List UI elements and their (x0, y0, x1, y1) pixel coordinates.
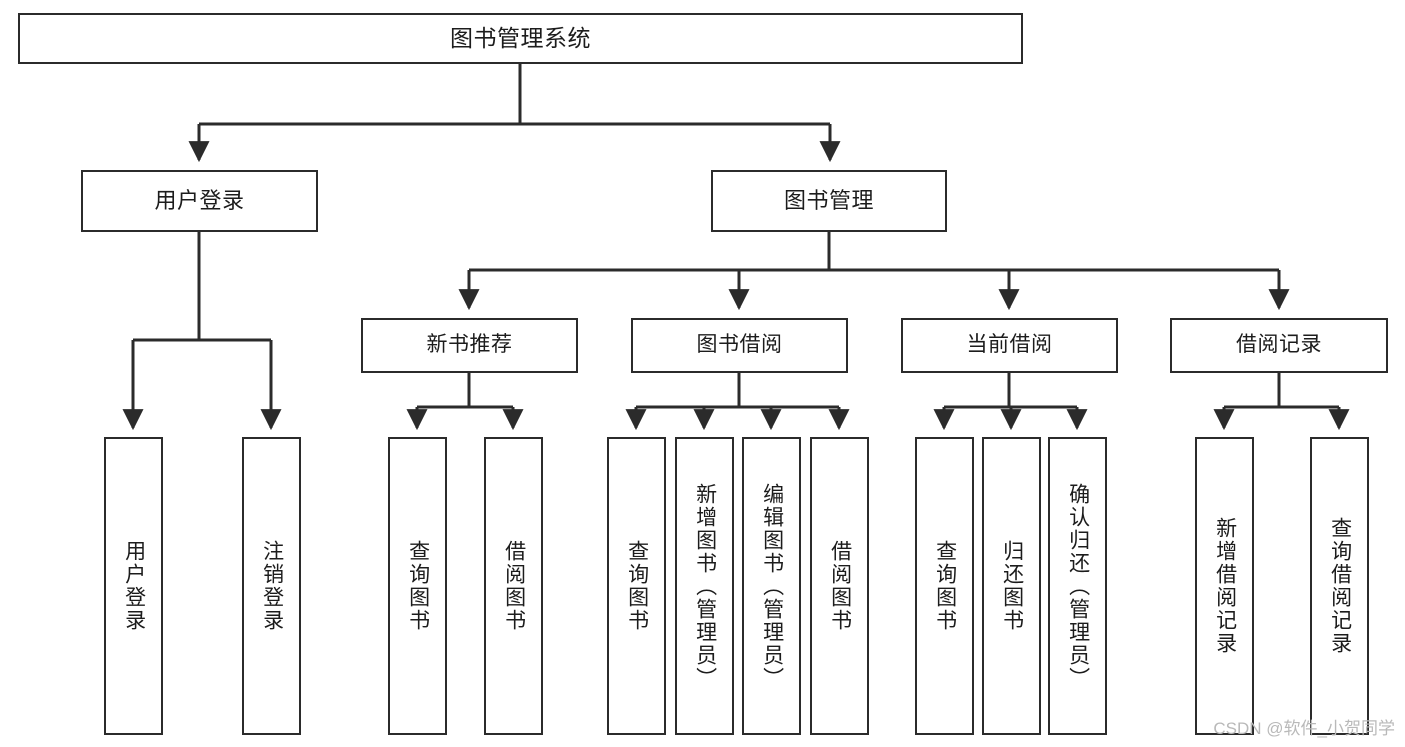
leaf-node[interactable]: 编辑图书（管理员） (742, 437, 801, 735)
node-new-book-recommend[interactable]: 新书推荐 (361, 318, 578, 373)
node-label: 新书推荐 (426, 333, 513, 357)
leaf-node[interactable]: 新增借阅记录 (1195, 437, 1254, 735)
node-label: 借阅图书 (828, 540, 852, 632)
node-label: 用户登录 (154, 188, 245, 214)
leaf-node[interactable]: 查询图书 (388, 437, 447, 735)
node-label: 归还图书 (1000, 540, 1024, 632)
node-label: 注销登录 (260, 540, 284, 632)
node-label: 查询图书 (625, 540, 649, 632)
node-label: 查询借阅记录 (1328, 517, 1352, 655)
leaf-node[interactable]: 查询图书 (915, 437, 974, 735)
edges-records-to-leaves (1213, 373, 1350, 431)
node-user-login[interactable]: 用户登录 (81, 170, 318, 232)
node-current-borrow[interactable]: 当前借阅 (901, 318, 1118, 373)
edges-level2-to-level3 (458, 232, 1290, 311)
edges-userlogin-to-leaves (122, 232, 282, 431)
node-label: 编辑图书（管理员） (760, 482, 784, 690)
leaf-node[interactable]: 借阅图书 (810, 437, 869, 735)
node-borrow-records[interactable]: 借阅记录 (1170, 318, 1388, 373)
node-label: 查询图书 (406, 540, 430, 632)
leaf-node[interactable]: 归还图书 (982, 437, 1041, 735)
node-label: 新增借阅记录 (1213, 517, 1237, 655)
leaf-node[interactable]: 借阅图书 (484, 437, 543, 735)
node-book-borrow[interactable]: 图书借阅 (631, 318, 848, 373)
leaf-node[interactable]: 查询借阅记录 (1310, 437, 1369, 735)
edges-borrow-to-leaves (625, 373, 850, 431)
node-book-management[interactable]: 图书管理 (711, 170, 947, 232)
node-label: 借阅图书 (502, 540, 526, 632)
leaf-node[interactable]: 确认归还（管理员） (1048, 437, 1107, 735)
leaf-node[interactable]: 注销登录 (242, 437, 301, 735)
node-label: 图书管理 (783, 188, 874, 214)
leaf-node[interactable]: 用户登录 (104, 437, 163, 735)
node-label: 查询图书 (933, 540, 957, 632)
edges-root-to-level2 (188, 64, 841, 163)
node-label: 确认归还（管理员） (1066, 482, 1090, 690)
node-label: 用户登录 (122, 540, 146, 632)
node-label: 借阅记录 (1236, 333, 1322, 357)
node-label: 图书借阅 (696, 333, 783, 357)
node-root-system[interactable]: 图书管理系统 (18, 13, 1023, 64)
leaf-node[interactable]: 新增图书（管理员） (675, 437, 734, 735)
leaf-node[interactable]: 查询图书 (607, 437, 666, 735)
node-label: 新增图书（管理员） (693, 482, 717, 690)
edges-newbook-to-leaves (406, 373, 524, 431)
node-label: 图书管理系统 (450, 24, 591, 51)
edges-current-to-leaves (933, 373, 1088, 431)
node-label: 当前借阅 (966, 333, 1053, 357)
